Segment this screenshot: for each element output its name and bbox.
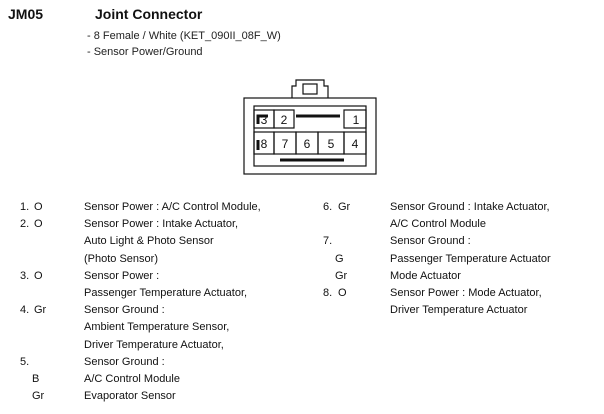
pin-description: Sensor Ground : Intake Actuator, [390, 201, 550, 213]
pin-number: 2. [20, 218, 30, 231]
wire-color: B [32, 373, 40, 385]
pin-description: Sensor Power : A/C Control Module, [84, 201, 261, 213]
pin-description: Mode Actuator [390, 269, 461, 282]
pin-description: Passenger Temperature Actuator, [84, 287, 248, 299]
pin-description: Auto Light & Photo Sensor [84, 235, 214, 248]
pin-number: 4. [20, 304, 30, 317]
pin-label: 2 [281, 113, 288, 127]
pin-description: A/C Control Module [84, 373, 180, 385]
wire-color: Gr [32, 390, 45, 403]
pin-description: Sensor Power : Intake Actuator, [84, 218, 239, 231]
wire-color: O [34, 201, 43, 213]
pin-label: 7 [282, 137, 289, 151]
pin-description: Sensor Ground : [390, 235, 471, 248]
pin-number: 7. [323, 235, 333, 248]
wire-color: Gr [335, 269, 348, 282]
wire-color: Gr [338, 201, 351, 213]
pin-description: Passenger Temperature Actuator [390, 252, 551, 265]
wire-color: G [335, 252, 344, 265]
pin-description: Sensor Ground : [84, 304, 165, 317]
pin-label: 8 [261, 137, 268, 151]
pin-number: 8. [323, 287, 333, 299]
connector-code: JM05 [8, 6, 44, 22]
wire-color: O [338, 287, 347, 299]
pin-description: Ambient Temperature Sensor, [84, 321, 230, 334]
wire-color: O [34, 269, 43, 282]
pin-description: (Photo Sensor) [84, 252, 158, 265]
pin-description: Sensor Power : Mode Actuator, [390, 287, 542, 299]
pin-label: 5 [328, 137, 335, 151]
pin-label: 4 [352, 137, 359, 151]
connector-spec: - 8 Female / White (KET_090II_08F_W) [87, 30, 281, 42]
pin-number: 3. [20, 269, 30, 282]
wire-color: O [34, 218, 43, 231]
pin-label: 1 [353, 113, 360, 127]
pin-description: Driver Temperature Actuator [390, 304, 528, 317]
pin-number: 5. [20, 355, 30, 368]
pin-description: Sensor Power : [84, 269, 160, 282]
connector-latch [291, 79, 329, 98]
pin-description: Driver Temperature Actuator, [84, 338, 224, 351]
connector-face-diagram: 3 2 1 8 7 6 5 4 [243, 79, 377, 175]
pin-description: Evaporator Sensor [84, 390, 176, 403]
connector-function: - Sensor Power/Ground [87, 46, 203, 58]
pin-label: 6 [304, 137, 311, 151]
pin-description: Sensor Ground : [84, 355, 165, 368]
connector-housing [243, 97, 377, 175]
pin-number: 1. [20, 201, 30, 213]
connector-title: Joint Connector [95, 6, 203, 22]
pin-description: A/C Control Module [390, 218, 486, 231]
wire-color: Gr [34, 304, 47, 317]
pin-label: 3 [261, 113, 268, 127]
pin-number: 6. [323, 201, 333, 213]
